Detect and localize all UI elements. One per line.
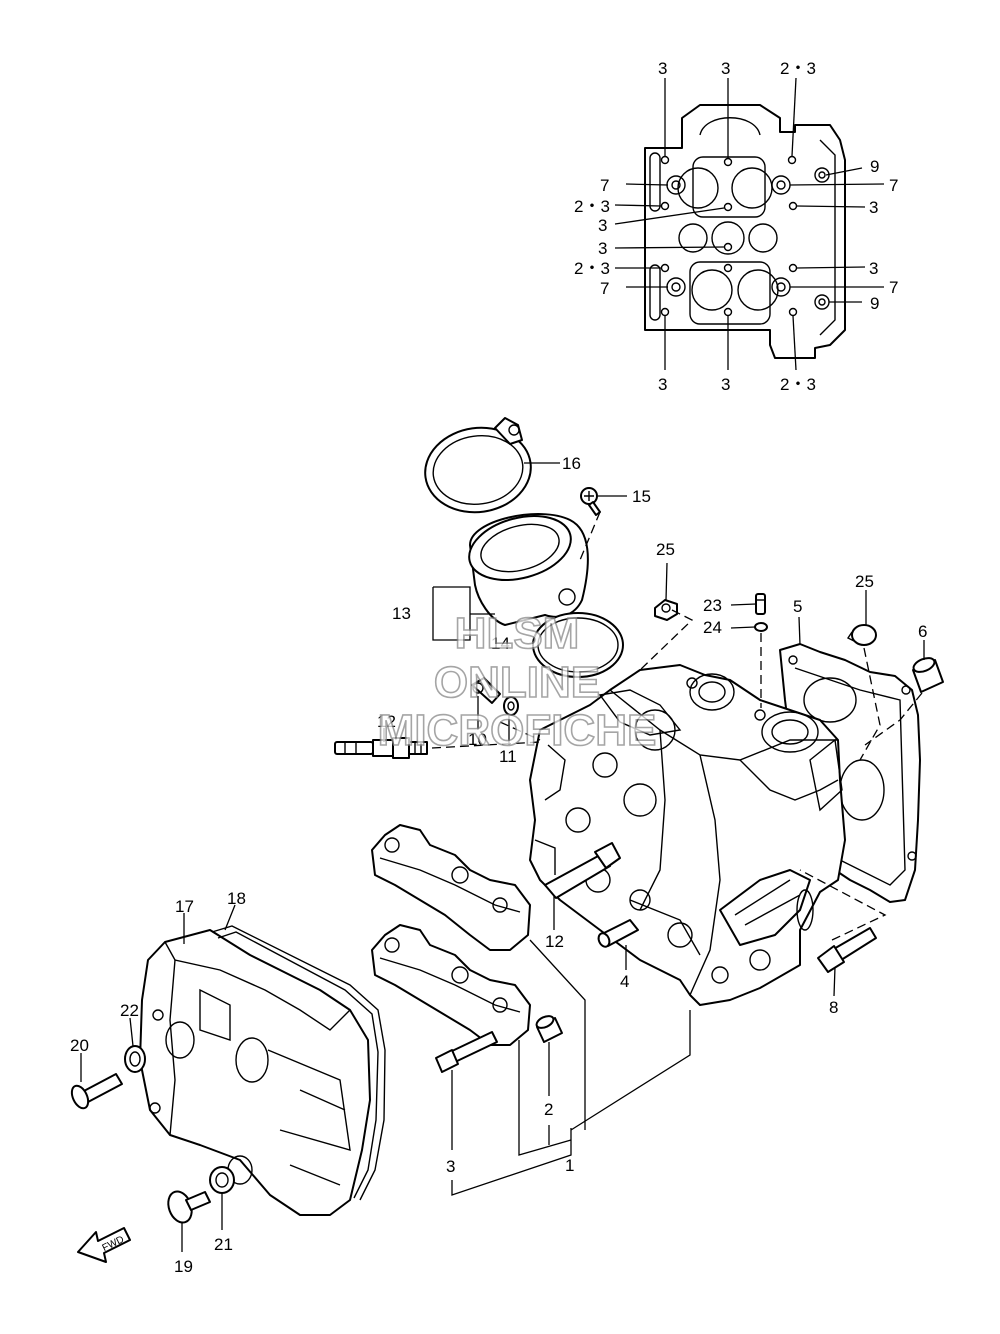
label-23: 23 xyxy=(703,596,722,615)
label-12: 12 xyxy=(377,712,396,731)
label-3: 3 xyxy=(658,59,667,78)
washer-25-a xyxy=(654,599,678,621)
label-1: 1 xyxy=(565,1156,574,1175)
label-7: 7 xyxy=(889,176,898,195)
label-21: 21 xyxy=(214,1235,233,1254)
label-3: 3 xyxy=(869,259,878,278)
fitting-23 xyxy=(755,593,766,615)
label-3: 3 xyxy=(721,59,730,78)
fitting-10 xyxy=(471,677,501,704)
label-11: 11 xyxy=(499,747,517,766)
svg-text:HLSM: HLSM xyxy=(455,609,580,658)
label-13: 13 xyxy=(392,604,411,623)
label-5: 5 xyxy=(793,597,802,616)
intake-pipe-13 xyxy=(468,513,589,626)
bolt-3 xyxy=(435,1031,498,1073)
pin-4 xyxy=(597,919,639,948)
grommet-21 xyxy=(209,1166,235,1194)
intake-clamp-16 xyxy=(424,417,532,514)
label-2-3: 2・3 xyxy=(780,59,816,78)
label-22: 22 xyxy=(120,1001,139,1020)
plug-25-b xyxy=(846,624,877,646)
bolt-19 xyxy=(167,1190,211,1224)
label-6: 6 xyxy=(918,622,927,641)
label-17: 17 xyxy=(175,897,194,916)
seal-24 xyxy=(754,622,768,632)
label-3: 3 xyxy=(598,216,607,235)
label-3: 3 xyxy=(869,198,878,217)
label-2-3: 2・3 xyxy=(574,197,610,216)
label-25: 25 xyxy=(656,540,675,559)
label-14: 14 xyxy=(491,634,510,653)
label-3: 3 xyxy=(721,375,730,394)
watermark: HLSM ONLINE MICROFICHE xyxy=(377,608,657,756)
camshaft-holder-upper xyxy=(371,824,531,951)
label-19: 19 xyxy=(174,1257,193,1276)
label-3: 3 xyxy=(658,375,667,394)
label-4: 4 xyxy=(620,972,629,991)
label-18: 18 xyxy=(227,889,246,908)
label-2: 2 xyxy=(544,1100,553,1119)
label-7: 7 xyxy=(600,279,609,298)
bolt-8 xyxy=(817,927,877,973)
grommet-22 xyxy=(124,1045,146,1073)
label-20: 20 xyxy=(70,1036,89,1055)
head-bolt-pattern-inset xyxy=(614,77,885,371)
leader-lines xyxy=(80,462,925,1252)
stud-fitting xyxy=(544,842,621,899)
washer-11 xyxy=(503,696,519,716)
label-3: 3 xyxy=(598,239,607,258)
label-12: 12 xyxy=(545,932,564,951)
label-8: 8 xyxy=(829,998,838,1017)
camshaft-holder-lower xyxy=(371,924,531,1046)
spark-plug-12 xyxy=(334,737,428,759)
svg-text:ONLINE: ONLINE xyxy=(434,658,600,707)
bolt-20 xyxy=(70,1073,123,1110)
label-15: 15 xyxy=(632,487,651,506)
dowel-pin-2 xyxy=(535,1015,563,1043)
o-ring-14 xyxy=(532,612,624,678)
screw-15 xyxy=(580,487,601,516)
label-9: 9 xyxy=(870,157,879,176)
fwd-arrow: FWD xyxy=(77,1227,131,1263)
cover-gasket-18 xyxy=(211,925,386,1201)
label-2-3: 2・3 xyxy=(780,375,816,394)
cylinder-head-1 xyxy=(529,664,846,1006)
dowel-pin-6 xyxy=(912,657,944,693)
head-cover-17 xyxy=(139,929,371,1216)
label-2-3: 2・3 xyxy=(574,259,610,278)
svg-text:MICROFICHE: MICROFICHE xyxy=(378,706,657,755)
part-labels: 3 3 2・3 9 7 7 2・3 3 3 3 2・3 3 7 7 9 3 3 … xyxy=(70,59,927,1276)
label-7: 7 xyxy=(600,176,609,195)
label-7: 7 xyxy=(889,278,898,297)
inset-leaders xyxy=(614,77,885,371)
label-3: 3 xyxy=(446,1157,455,1176)
label-16: 16 xyxy=(562,454,581,473)
label-9: 9 xyxy=(870,294,879,313)
label-10: 10 xyxy=(468,730,487,749)
label-25: 25 xyxy=(855,572,874,591)
label-24: 24 xyxy=(703,618,722,637)
